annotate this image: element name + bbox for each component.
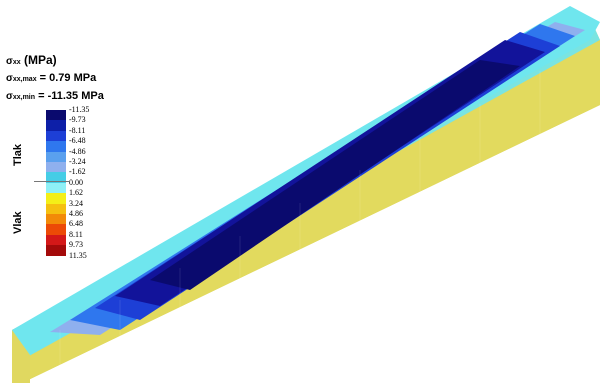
scale-divider bbox=[34, 181, 70, 182]
max-subscript: xx,max bbox=[12, 76, 37, 83]
sigma-symbol: σ bbox=[6, 56, 13, 67]
legend-unit: (MPa) bbox=[23, 53, 57, 67]
compression-label: Tlak bbox=[12, 143, 24, 166]
scale-tick-label: -9.73 bbox=[69, 115, 86, 125]
scale-tick-label: 0.00 bbox=[69, 177, 83, 187]
color-swatch bbox=[46, 110, 66, 121]
color-swatch bbox=[46, 214, 66, 225]
legend-title: σxx (MPa) bbox=[6, 53, 57, 67]
sigma-symbol: σ bbox=[6, 73, 13, 84]
scale-tick-label: -3.24 bbox=[69, 157, 86, 166]
min-value: = -11.35 MPa bbox=[38, 90, 104, 102]
color-swatch bbox=[46, 130, 66, 142]
sigma-symbol: σ bbox=[6, 91, 13, 102]
scale-tick-label: 4.86 bbox=[69, 209, 83, 218]
beam-top-darkest bbox=[150, 60, 520, 290]
color-swatch bbox=[46, 245, 66, 256]
color-swatch bbox=[46, 224, 66, 235]
color-swatch bbox=[46, 151, 66, 162]
color-swatch bbox=[46, 182, 66, 194]
scale-tick-label: -8.11 bbox=[69, 125, 86, 135]
legend-max: σxx,max = 0.79 MPa bbox=[6, 72, 96, 84]
scale-tick-label: -6.48 bbox=[69, 136, 86, 146]
scale-tick-label: 11.35 bbox=[69, 250, 87, 260]
scale-tick-label: 3.24 bbox=[69, 198, 83, 208]
color-swatch bbox=[46, 120, 66, 131]
legend-min: σxx,min = -11.35 MPa bbox=[6, 90, 104, 102]
beam-mesh-lines bbox=[59, 71, 541, 370]
color-swatch bbox=[46, 162, 66, 173]
scale-tick-label: -11.35 bbox=[69, 105, 90, 114]
sigma-subscript: xx bbox=[12, 59, 21, 66]
scale-tick-label: 9.73 bbox=[69, 240, 83, 250]
scale-tick-label: -4.86 bbox=[69, 146, 86, 156]
color-swatch bbox=[46, 172, 66, 183]
color-swatch bbox=[46, 193, 66, 204]
max-value: = 0.79 MPa bbox=[39, 72, 97, 84]
scale-tick-label: 8.11 bbox=[69, 229, 83, 239]
scale-tick-label: -1.62 bbox=[69, 167, 86, 177]
tension-label: Vlak bbox=[12, 211, 24, 234]
min-subscript: xx,min bbox=[12, 94, 36, 101]
color-scale bbox=[46, 106, 66, 256]
color-swatch bbox=[46, 203, 66, 214]
scale-tick-label: 1.62 bbox=[69, 188, 83, 198]
scale-tick-label: 6.48 bbox=[69, 219, 83, 229]
color-swatch bbox=[46, 234, 66, 246]
color-swatch bbox=[46, 141, 66, 152]
stress-legend: σxx (MPa) σxx,max = 0.79 MPa σxx,min = -… bbox=[0, 0, 160, 270]
